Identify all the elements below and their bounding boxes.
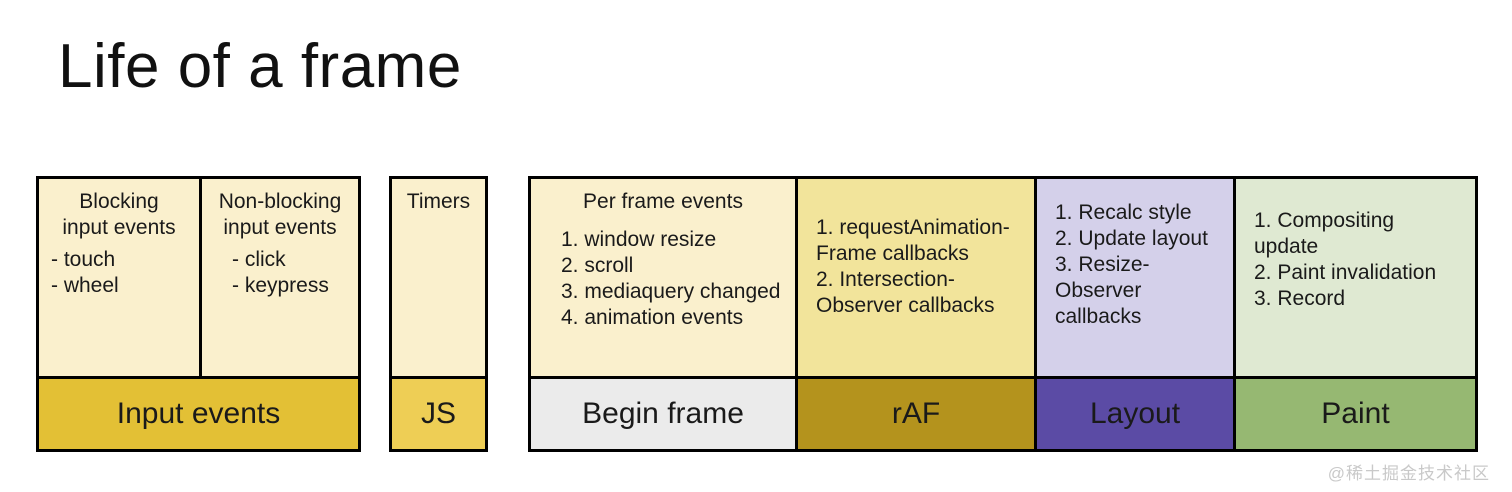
paint-steps-body: 1. Compositing update 2. Paint invalidat… <box>1236 179 1475 376</box>
list-item: 1. requestAnimation- Frame callbacks <box>816 215 1010 265</box>
paint-steps-column: 1. Compositing update 2. Paint invalidat… <box>1233 179 1475 376</box>
layout-steps-list: 1. Recalc style 2. Update layout 3. Resi… <box>1049 200 1221 330</box>
layout-steps-column: 1. Recalc style 2. Update layout 3. Resi… <box>1034 179 1233 376</box>
input-events-columns: Blocking input events - touch - wheel No… <box>39 179 358 376</box>
list-item: 3. mediaquery changed <box>561 280 781 303</box>
watermark: @稀土掘金技术社区 <box>1327 464 1490 483</box>
life-of-a-frame-diagram: Blocking input events - touch - wheel No… <box>0 176 1512 456</box>
timers-heading: Timers <box>406 190 471 213</box>
list-item: 2. Intersection- Observer callbacks <box>816 267 995 317</box>
frame-pipeline-footers: Begin frame rAF Layout Paint <box>531 376 1475 449</box>
frame-pipeline-columns: Per frame events 1. window resize 2. scr… <box>531 179 1475 376</box>
blocking-input-events-list: - touch - wheel <box>51 247 187 299</box>
list-item: 4. animation events <box>561 306 744 329</box>
footer-begin-frame: Begin frame <box>531 379 795 449</box>
list-item: - wheel <box>51 274 119 297</box>
per-frame-events-heading: Per frame events <box>583 190 743 213</box>
per-frame-events-column: Per frame events 1. window resize 2. scr… <box>531 179 795 376</box>
paint-steps-list: 1. Compositing update 2. Paint invalidat… <box>1248 208 1463 312</box>
list-item: 3. Record <box>1254 286 1346 310</box>
js-columns: Timers <box>392 179 485 376</box>
per-frame-events-body: Per frame events 1. window resize 2. scr… <box>531 179 795 376</box>
list-item: 2. scroll <box>561 254 634 277</box>
footer-raf: rAF <box>795 379 1034 449</box>
per-frame-events-list: 1. window resize 2. scroll 3. mediaquery… <box>543 227 783 331</box>
raf-callbacks-list: 1. requestAnimation- Frame callbacks 2. … <box>810 215 1010 319</box>
blocking-input-events-body: Blocking input events - touch - wheel <box>39 179 199 376</box>
raf-callbacks-column: 1. requestAnimation- Frame callbacks 2. … <box>795 179 1034 376</box>
list-item: - click <box>232 248 286 271</box>
list-item: 2. Update layout <box>1055 226 1208 250</box>
footer-input-events: Input events <box>39 379 358 449</box>
js-group: Timers JS <box>389 176 488 452</box>
raf-callbacks-body: 1. requestAnimation- Frame callbacks 2. … <box>798 179 1034 376</box>
input-events-group: Blocking input events - touch - wheel No… <box>36 176 361 452</box>
footer-js: JS <box>392 379 485 449</box>
timers-body: Timers <box>392 179 485 376</box>
list-item: 1. Recalc style <box>1055 200 1192 224</box>
blocking-input-events-heading: Blocking input events <box>62 190 176 239</box>
layout-steps-body: 1. Recalc style 2. Update layout 3. Resi… <box>1037 179 1233 376</box>
input-events-footers: Input events <box>39 376 358 449</box>
list-item: 1. Compositing update <box>1254 208 1395 258</box>
list-item: 1. window resize <box>561 228 717 251</box>
frame-pipeline-group: Per frame events 1. window resize 2. scr… <box>528 176 1478 452</box>
non-blocking-input-events-body: Non-blocking input events - click - keyp… <box>202 179 358 376</box>
non-blocking-input-events-column: Non-blocking input events - click - keyp… <box>199 179 358 376</box>
timers-column: Timers <box>392 179 485 376</box>
footer-paint: Paint <box>1233 379 1475 449</box>
list-item: 3. Resize- Observer callbacks <box>1055 252 1150 328</box>
list-item: - touch <box>51 248 116 271</box>
js-footers: JS <box>392 376 485 449</box>
non-blocking-input-events-list: - click - keypress <box>214 247 346 299</box>
page-title: Life of a frame <box>58 32 462 101</box>
non-blocking-input-events-heading: Non-blocking input events <box>218 190 342 239</box>
footer-layout: Layout <box>1034 379 1233 449</box>
blocking-input-events-column: Blocking input events - touch - wheel <box>39 179 199 376</box>
list-item: - keypress <box>232 274 329 297</box>
list-item: 2. Paint invalidation <box>1254 260 1437 284</box>
